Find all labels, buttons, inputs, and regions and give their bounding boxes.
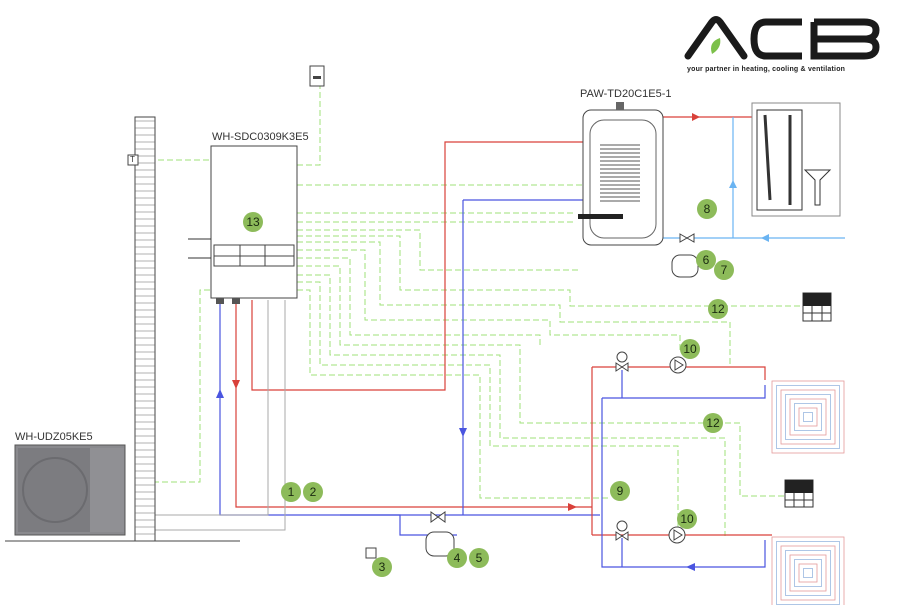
circulation-pump-icon	[668, 526, 686, 544]
floor-loop	[789, 554, 827, 592]
bathroom-shower-basin	[751, 102, 841, 217]
floor-loop	[780, 389, 836, 445]
badge-2: 2	[303, 482, 323, 502]
flow-arrow	[692, 113, 700, 121]
brick-pattern	[135, 120, 155, 535]
cold-water-arrow	[761, 234, 769, 242]
floor-heating-loops	[771, 380, 845, 605]
indoor-unit-label: WH-SDC0309K3E5	[212, 131, 309, 143]
badge-7: 7	[714, 260, 734, 280]
floor-loop	[785, 550, 831, 596]
floor-loop	[798, 563, 818, 583]
three-way-valve-icon	[679, 233, 695, 243]
sensor-label: T	[130, 155, 135, 164]
floor-loop	[798, 407, 818, 427]
expansion-vessel-icon	[671, 254, 699, 278]
floor-loop	[771, 536, 845, 605]
return-arrow	[459, 428, 467, 437]
floor-loop	[789, 398, 827, 436]
zone-controller	[784, 479, 814, 508]
three-way-valve-icon	[430, 511, 446, 523]
badge-13: 13	[243, 212, 263, 232]
badge-10: 10	[677, 509, 697, 529]
badge-9: 9	[610, 481, 630, 501]
outdoor-unit-label: WH-UDZ05KE5	[15, 431, 93, 443]
floor-loop	[776, 541, 840, 605]
badge-1: 1	[281, 482, 301, 502]
filter-icon	[365, 547, 377, 559]
logo-tagline: your partner in heating, cooling & venti…	[687, 66, 846, 73]
dhw-tank	[578, 102, 664, 246]
badge-3: 3	[372, 557, 392, 577]
zone-controller	[802, 292, 832, 322]
return-arrow	[686, 563, 695, 571]
flow-arrow	[568, 503, 577, 511]
floor-loop	[780, 545, 836, 601]
badge-5: 5	[469, 548, 489, 568]
cold-water-arrow	[729, 180, 737, 188]
temperature-sensor-icon	[127, 154, 139, 166]
acb-logo	[684, 16, 880, 60]
signal-lines	[140, 85, 800, 536]
outdoor-unit	[14, 444, 126, 536]
brick-wall	[134, 116, 156, 542]
badge-4: 4	[447, 548, 467, 568]
floor-loop	[771, 380, 845, 454]
dhw-tank-label: PAW-TD20C1E5-1	[580, 88, 672, 100]
floor-loop	[803, 568, 813, 578]
floor-loop	[794, 403, 822, 431]
badge-10: 10	[680, 339, 700, 359]
flow-arrow	[232, 380, 240, 389]
mixing-valve-icon	[615, 520, 629, 541]
badge-6: 6	[696, 250, 716, 270]
floor-loop	[785, 394, 831, 440]
circulation-pump-icon	[669, 356, 687, 374]
badge-8: 8	[697, 199, 717, 219]
badge-12: 12	[703, 413, 723, 433]
badge-12: 12	[708, 299, 728, 319]
floor-loop	[803, 412, 813, 422]
floor-loop	[794, 559, 822, 587]
floor-loop	[776, 385, 840, 449]
expansion-vessel-icon	[425, 531, 455, 557]
return-arrow	[216, 389, 224, 398]
mixing-valve-icon	[615, 351, 629, 372]
